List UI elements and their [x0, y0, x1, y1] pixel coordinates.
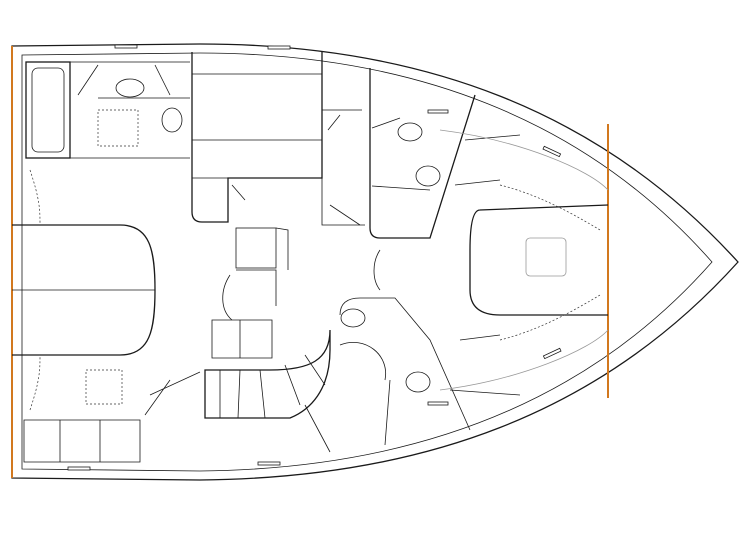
aft-cabin: [12, 169, 156, 463]
companionway-stairs: [144, 319, 387, 419]
forward-heads: [304, 68, 521, 453]
transom-bulkhead: [11, 46, 609, 478]
central-cabin-block: [191, 52, 365, 321]
aft-head: [25, 61, 190, 159]
hatches: [67, 44, 562, 471]
forward-cabin: [373, 129, 609, 391]
hull-outline: [11, 43, 739, 481]
